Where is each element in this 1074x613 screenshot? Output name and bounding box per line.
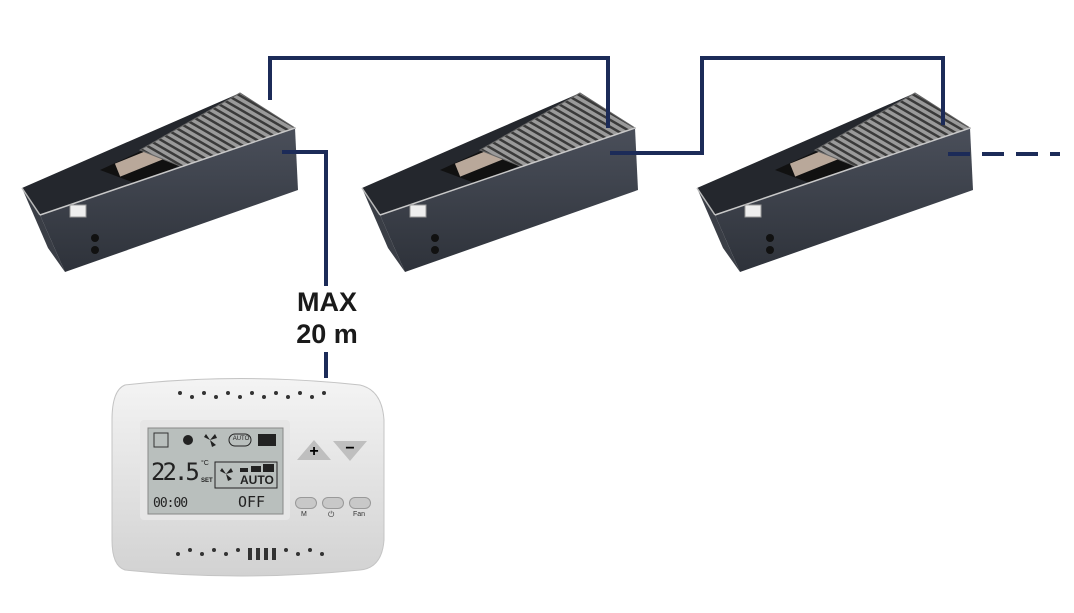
distance-label: 20 m xyxy=(296,319,358,349)
wire-1-2-loop xyxy=(268,56,610,128)
mode-button-label: M xyxy=(301,511,307,518)
fan-mode: AUTO xyxy=(240,473,274,487)
fan-speed-icon xyxy=(220,468,233,481)
max-label: MAX xyxy=(297,287,357,317)
auto-icon-label: AUTO xyxy=(232,436,250,442)
convector-3 xyxy=(696,92,974,273)
mode-button[interactable] xyxy=(295,497,317,509)
auto-icon xyxy=(228,433,252,447)
bus-wiring xyxy=(268,56,1060,378)
convector-2 xyxy=(361,92,639,273)
clock-readout: 00:00 xyxy=(153,496,188,511)
temperature-readout: 22.5 xyxy=(151,458,200,486)
convector-1 xyxy=(21,92,299,273)
fan-button[interactable] xyxy=(349,497,371,509)
cool-mode-icon xyxy=(153,432,169,448)
wire-2-3-loop xyxy=(610,56,945,155)
fan-icon xyxy=(204,434,217,447)
status-readout: OFF xyxy=(238,493,266,511)
wire-thermostat-upper xyxy=(282,150,328,286)
fan-button-label: Fan xyxy=(353,511,366,518)
iaq-icon xyxy=(258,434,276,446)
vent-bottom xyxy=(176,548,324,560)
thermostat xyxy=(111,378,385,577)
heat-mode-icon xyxy=(183,435,193,445)
temp-unit: °C xyxy=(201,460,209,467)
power-button-label: ⏻ xyxy=(328,510,335,519)
set-label: SET xyxy=(201,478,213,484)
power-button[interactable] xyxy=(322,497,344,509)
vent-top xyxy=(178,391,326,399)
